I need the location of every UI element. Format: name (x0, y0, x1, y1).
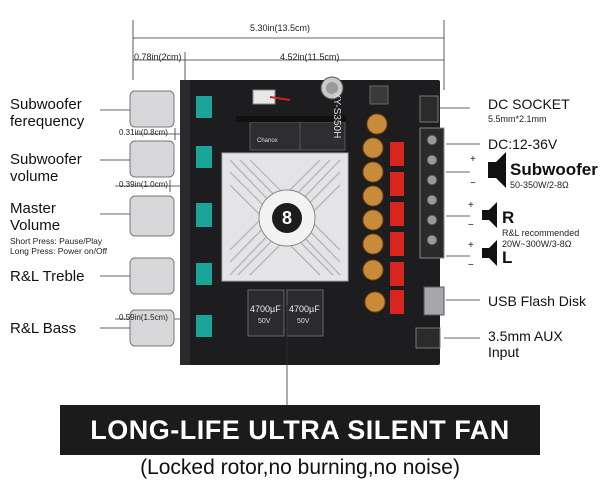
board-brand: Chanox (257, 138, 278, 144)
cap-1-voltage: 50V (258, 318, 271, 325)
dc-socket-part (419, 95, 439, 123)
cap-2-label: 4700µF (289, 304, 320, 314)
dimension-lines (115, 20, 445, 325)
terminal-block (419, 127, 445, 259)
label-bass: R&L Bass (10, 320, 77, 337)
inductor-column (362, 113, 388, 313)
usb-port (423, 286, 445, 316)
plus-l: + (468, 240, 474, 251)
fan-banner: LONG-LIFE ULTRA SILENT FAN (60, 405, 540, 455)
dim-gap-3: 0.59in(1.5cm) (119, 313, 168, 322)
cap-2-voltage: 50V (297, 318, 310, 325)
minus-r: − (468, 220, 474, 231)
dim-gap-1: 0.31in(0.8cm) (119, 128, 168, 137)
label-dc-socket: DC SOCKET (488, 96, 570, 112)
plus-r: + (468, 200, 474, 211)
dim-board: 4.52in(11.5cm) (280, 52, 340, 62)
label-treble: R&L Treble (10, 268, 85, 285)
label-right: R (502, 208, 515, 227)
heatsink-fan: 8 (221, 152, 349, 282)
red-capacitors (390, 142, 404, 314)
cap-1-label: 4700µF (250, 304, 281, 314)
label-left: L (502, 248, 513, 267)
minus-l: − (468, 260, 474, 271)
dim-total: 5.30in(13.5cm) (250, 23, 311, 33)
label-dc-voltage: DC:12-36V (488, 136, 558, 152)
board-model: XY-S350H (331, 92, 342, 139)
label-dc-size: 5.5mm*2.1mm (488, 114, 547, 124)
dim-gap-2: 0.39in(1.0cm) (119, 180, 168, 189)
aux-port (415, 327, 441, 349)
dim-knob-offset: 0.78in(2cm) (134, 52, 182, 62)
fan-footer: (Locked rotor,no burning,no noise) (140, 456, 460, 479)
minus-sub: − (470, 178, 476, 189)
plus-sub: + (470, 154, 476, 165)
label-sub-power: 50-350W/2-8Ω (510, 180, 569, 190)
speaker-icons (482, 152, 506, 266)
label-subwoofer: Subwoofer (510, 160, 598, 179)
label-usb: USB Flash Disk (488, 293, 587, 309)
svg-text:8: 8 (282, 208, 292, 228)
